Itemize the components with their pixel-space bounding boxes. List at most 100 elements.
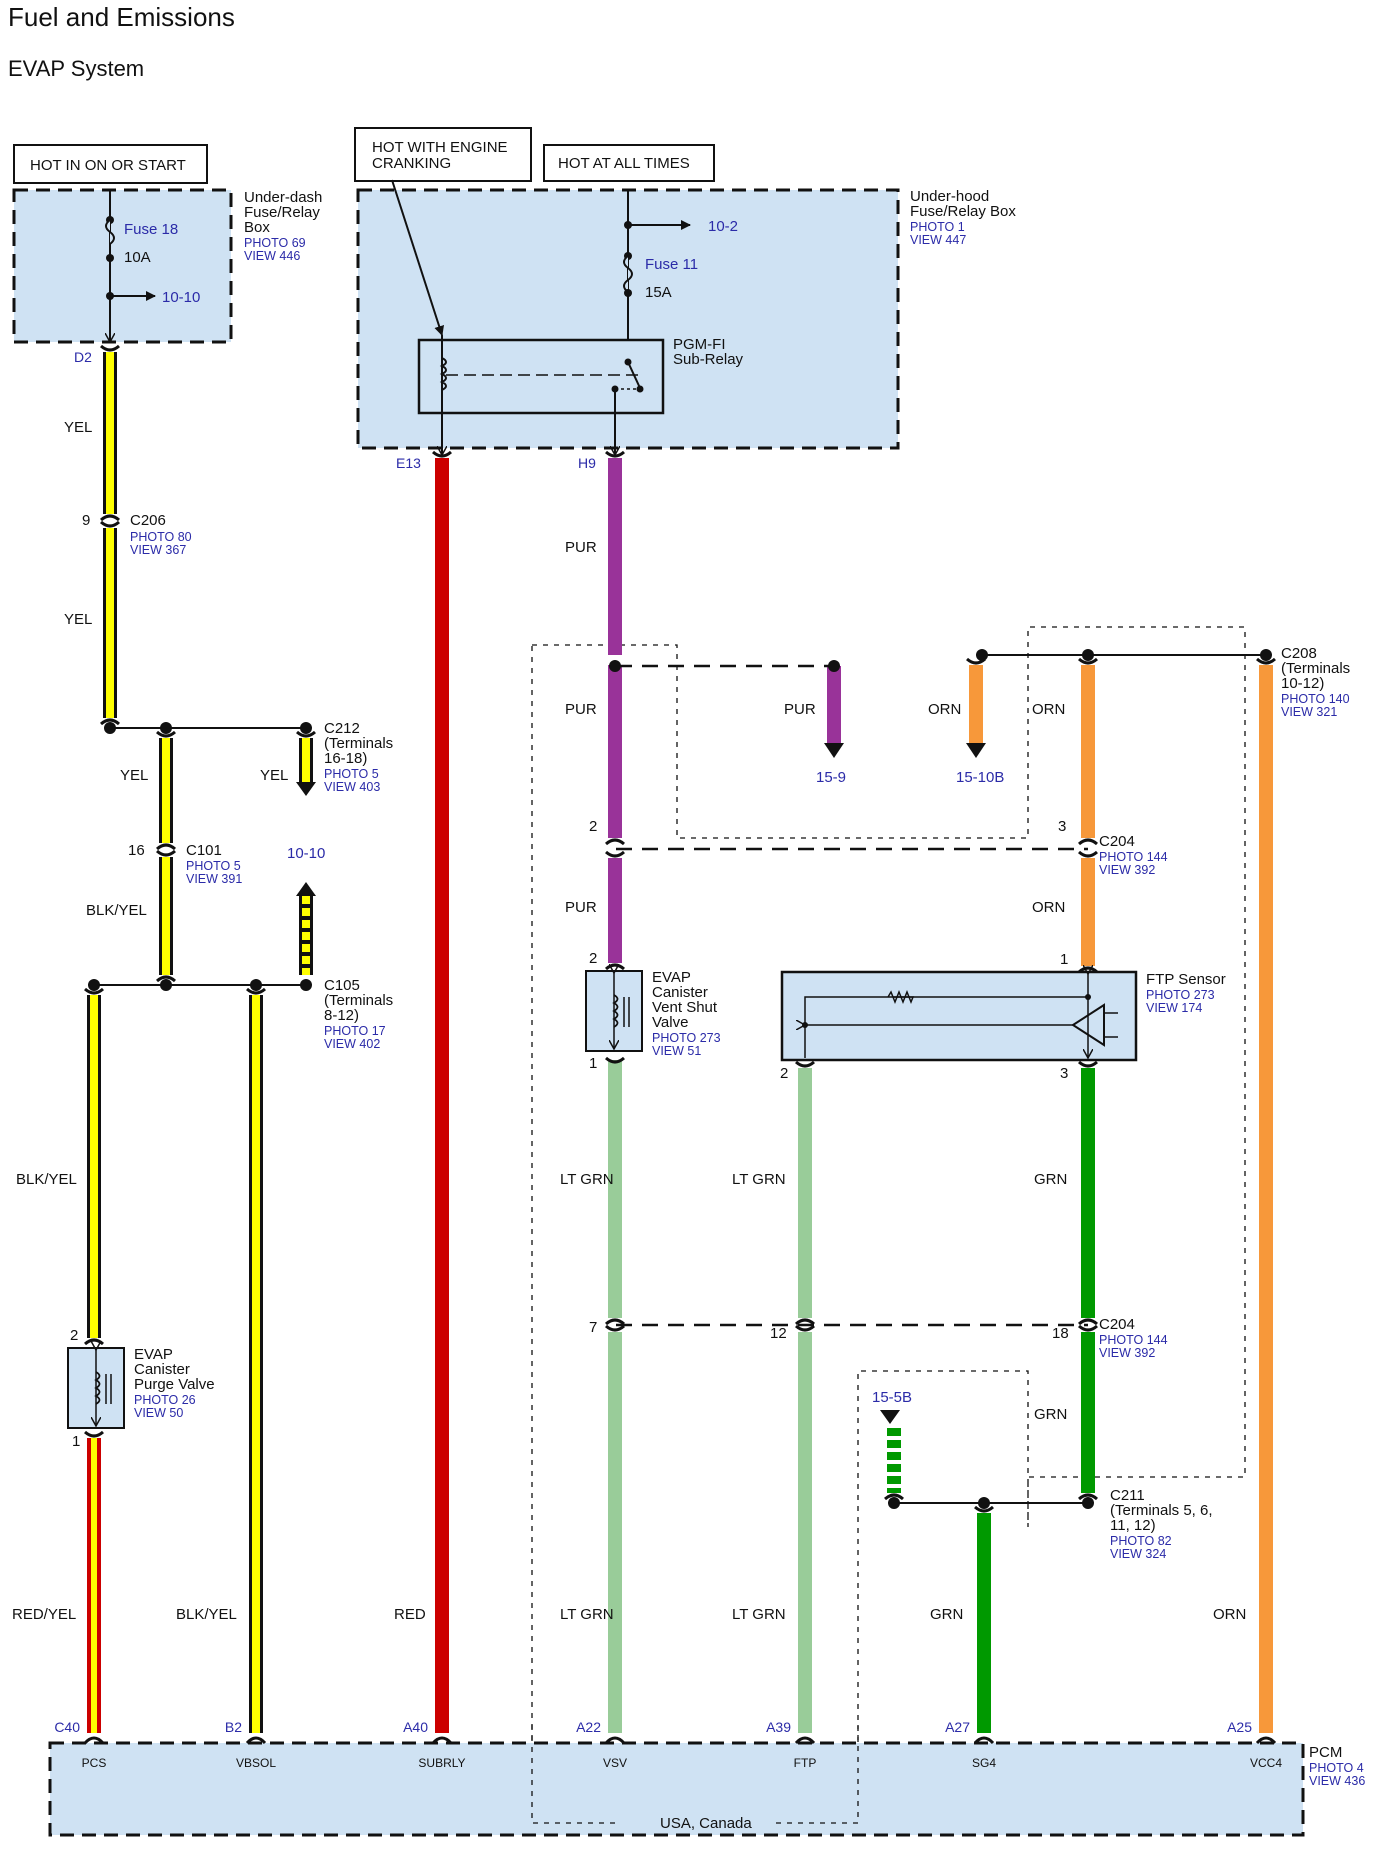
pcm-signal-label: PCS: [82, 1756, 107, 1770]
svg-text:Fuse/Relay Box: Fuse/Relay Box: [910, 203, 1016, 220]
svg-text:ORN: ORN: [1032, 701, 1065, 718]
svg-text:BLK/YEL: BLK/YEL: [86, 902, 147, 919]
svg-text:11, 12): 11, 12): [1110, 1517, 1156, 1534]
splice-dot: [828, 660, 840, 672]
svg-text:C211: C211: [1110, 1487, 1145, 1504]
svg-text:12: 12: [770, 1325, 787, 1342]
svg-text:9: 9: [82, 512, 90, 529]
svg-text:YEL: YEL: [64, 419, 92, 436]
svg-text:Under-hood: Under-hood: [910, 188, 989, 205]
svg-text:PHOTO 1: PHOTO 1: [910, 220, 965, 234]
connector-cap-icon: [795, 1324, 815, 1332]
splice-dot: [1260, 649, 1272, 661]
svg-text:VIEW 402: VIEW 402: [324, 1037, 380, 1051]
splice-dot: [160, 979, 172, 991]
svg-text:VIEW 50: VIEW 50: [134, 1406, 183, 1420]
pcm-signal-label: VBSOL: [236, 1756, 276, 1770]
svg-text:PHOTO 144: PHOTO 144: [1099, 1333, 1168, 1347]
pcm-signal-label: VCC4: [1250, 1756, 1282, 1770]
svg-text:Purge Valve: Purge Valve: [134, 1376, 215, 1393]
svg-text:PUR: PUR: [565, 539, 597, 556]
svg-text:VIEW 174: VIEW 174: [1146, 1001, 1202, 1015]
svg-text:GRN: GRN: [930, 1606, 963, 1623]
connector-cap-icon: [84, 1338, 104, 1346]
pcm-pin-label: B2: [225, 1719, 242, 1735]
svg-text:1: 1: [589, 1055, 597, 1072]
evap-canister-vent-shut-valve: EVAP Canister Vent Shut Valve PHOTO 273 …: [585, 950, 721, 1072]
fuse-18-label: Fuse 18: [124, 221, 178, 238]
svg-text:YEL: YEL: [260, 767, 288, 784]
connector-c204-lower: 7 12 18 C204 PHOTO 144 VIEW 392: [589, 1316, 1168, 1360]
svg-text:YEL: YEL: [64, 611, 92, 628]
connector-cap-icon: [156, 849, 176, 857]
connector-cap-icon: [84, 987, 104, 995]
pcm-pin-label: A25: [1227, 1719, 1252, 1735]
svg-text:E13: E13: [396, 455, 421, 471]
connector-cap-icon: [605, 1056, 625, 1064]
svg-text:VIEW 446: VIEW 446: [244, 249, 300, 263]
splice-dot: [609, 660, 621, 672]
connector-cap-icon: [1078, 1324, 1098, 1332]
svg-text:(Terminals 5, 6,: (Terminals 5, 6,: [1110, 1502, 1213, 1519]
svg-text:Sub-Relay: Sub-Relay: [673, 351, 744, 368]
svg-text:VIEW 403: VIEW 403: [324, 780, 380, 794]
xref-10-2-link[interactable]: 10-2: [708, 218, 738, 235]
svg-text:PUR: PUR: [565, 899, 597, 916]
svg-text:PUR: PUR: [784, 701, 816, 718]
pcm-signal-label: VSV: [603, 1756, 627, 1770]
connector-cap-icon: [605, 450, 625, 458]
svg-text:BLK/YEL: BLK/YEL: [16, 1171, 77, 1188]
svg-text:FTP Sensor: FTP Sensor: [1146, 971, 1226, 988]
xref-15-5b[interactable]: 15-5B: [872, 1389, 912, 1406]
splice-dot: [888, 1497, 900, 1509]
svg-text:PHOTO 5: PHOTO 5: [324, 767, 379, 781]
svg-text:10-12): 10-12): [1281, 675, 1324, 692]
svg-text:15A: 15A: [645, 284, 672, 301]
connector-cap-icon: [605, 1324, 625, 1332]
hot-in-on-or-start-box: HOT IN ON OR START: [13, 144, 208, 184]
fuse-11-label: Fuse 11: [645, 256, 698, 273]
svg-text:2: 2: [780, 1065, 788, 1082]
svg-text:C208: C208: [1281, 645, 1317, 662]
connector-cap-icon: [605, 963, 625, 971]
connector-cap-icon: [1078, 838, 1098, 846]
connector-cap-icon: [1078, 1493, 1098, 1501]
svg-text:PGM-FI: PGM-FI: [673, 336, 726, 353]
svg-text:PCM: PCM: [1309, 1744, 1342, 1761]
splice-dot: [104, 722, 116, 734]
pcm-pin-label: A27: [945, 1719, 970, 1735]
svg-text:VIEW 447: VIEW 447: [910, 233, 966, 247]
xref-15-10b[interactable]: 15-10B: [956, 769, 1004, 786]
svg-text:PHOTO 69: PHOTO 69: [244, 236, 306, 250]
svg-text:ORN: ORN: [928, 701, 961, 718]
svg-text:1: 1: [72, 1433, 80, 1450]
svg-text:2: 2: [589, 818, 597, 835]
connector-cap-icon: [100, 344, 120, 352]
amplifier-icon: [1071, 1003, 1105, 1047]
pcm-signal-label: SUBRLY: [418, 1756, 465, 1770]
xref-10-10-link[interactable]: 10-10: [162, 289, 200, 306]
evap-canister-purge-valve: EVAP Canister Purge Valve PHOTO 26 VIEW …: [67, 1327, 215, 1450]
svg-text:PHOTO 17: PHOTO 17: [324, 1024, 386, 1038]
connector-c204-upper: 2 3 C204 PHOTO 144 VIEW 392: [589, 818, 1168, 877]
svg-text:PHOTO 273: PHOTO 273: [1146, 988, 1215, 1002]
svg-text:18: 18: [1052, 1325, 1069, 1342]
svg-text:7: 7: [589, 1319, 597, 1336]
svg-text:VIEW 367: VIEW 367: [130, 543, 186, 557]
svg-text:EVAP: EVAP: [134, 1346, 173, 1363]
svg-text:PHOTO 26: PHOTO 26: [134, 1393, 196, 1407]
under-dash-fuse-relay-box: Fuse 18 10A 10-10 Under-dash Fuse/Relay …: [12, 188, 322, 365]
svg-text:LT GRN: LT GRN: [560, 1171, 614, 1188]
xref-15-9[interactable]: 15-9: [816, 769, 846, 786]
pcm-module: USA, Canada PCM PHOTO 4 VIEW 436: [48, 1725, 1365, 1837]
splice-dot: [250, 979, 262, 991]
svg-text:LT GRN: LT GRN: [732, 1171, 786, 1188]
svg-text:RED: RED: [394, 1606, 426, 1623]
connector-cap-icon: [156, 843, 176, 851]
xref-10-10-down[interactable]: 10-10: [287, 845, 325, 862]
